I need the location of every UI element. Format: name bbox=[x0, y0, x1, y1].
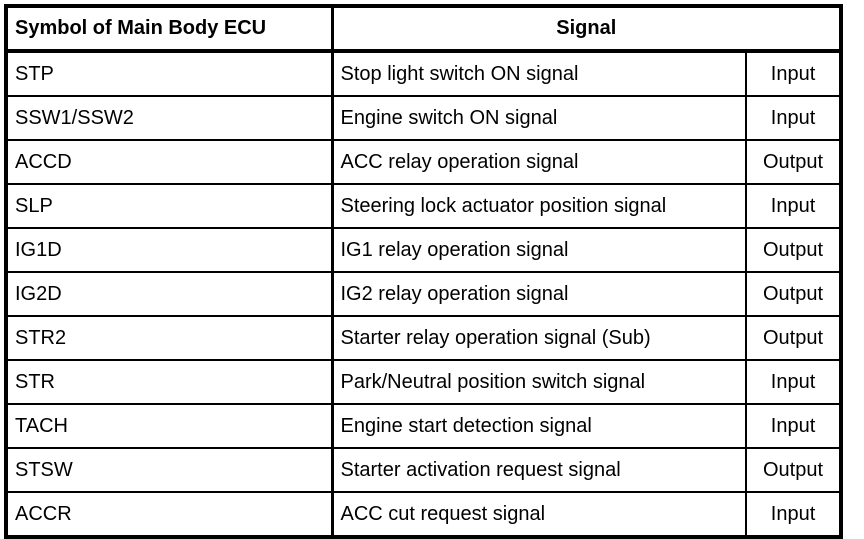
cell-signal: IG1 relay operation signal bbox=[332, 227, 747, 272]
cell-symbol: IG1D bbox=[6, 227, 334, 272]
table-header: Symbol of Main Body ECU Signal bbox=[6, 6, 842, 53]
cell-signal: ACC relay operation signal bbox=[332, 139, 747, 184]
cell-signal: IG2 relay operation signal bbox=[332, 271, 747, 316]
cell-direction: Input bbox=[746, 359, 842, 404]
cell-direction: Output bbox=[746, 139, 842, 184]
cell-symbol: SSW1/SSW2 bbox=[6, 95, 334, 140]
cell-direction: Input bbox=[746, 403, 842, 448]
cell-symbol: ACCR bbox=[6, 491, 334, 537]
cell-symbol: STR bbox=[6, 359, 334, 404]
cell-signal: Starter relay operation signal (Sub) bbox=[332, 315, 747, 360]
cell-direction: Output bbox=[746, 315, 842, 360]
cell-symbol: STR2 bbox=[6, 315, 334, 360]
cell-symbol: STSW bbox=[6, 447, 334, 492]
column-header-symbol: Symbol of Main Body ECU bbox=[6, 6, 334, 53]
cell-direction: Output bbox=[746, 447, 842, 492]
cell-signal: Steering lock actuator position signal bbox=[332, 183, 747, 228]
header-row: Symbol of Main Body ECU Signal bbox=[6, 6, 842, 53]
cell-symbol: STP bbox=[6, 51, 334, 96]
cell-signal: Engine start detection signal bbox=[332, 403, 747, 448]
cell-direction: Input bbox=[746, 491, 842, 537]
cell-direction: Output bbox=[746, 227, 842, 272]
cell-symbol: IG2D bbox=[6, 271, 334, 316]
cell-direction: Input bbox=[770, 63, 816, 85]
column-header-signal: Signal bbox=[332, 6, 842, 53]
cell-direction: Input bbox=[746, 183, 842, 228]
cell-signal: Stop light switch ON signal bbox=[332, 51, 747, 96]
cell-symbol: SLP bbox=[6, 183, 334, 228]
cell-signal: Engine switch ON signal bbox=[332, 95, 747, 140]
cell-symbol: ACCD bbox=[6, 139, 334, 184]
cell-signal: ACC cut request signal bbox=[332, 491, 747, 537]
cell-direction: Input bbox=[746, 95, 842, 140]
cell-symbol: TACH bbox=[6, 403, 334, 448]
cell-direction: Output bbox=[746, 271, 842, 316]
cell-signal: Starter activation request signal bbox=[332, 447, 747, 492]
cell-signal: Park/Neutral position switch signal bbox=[332, 359, 747, 404]
